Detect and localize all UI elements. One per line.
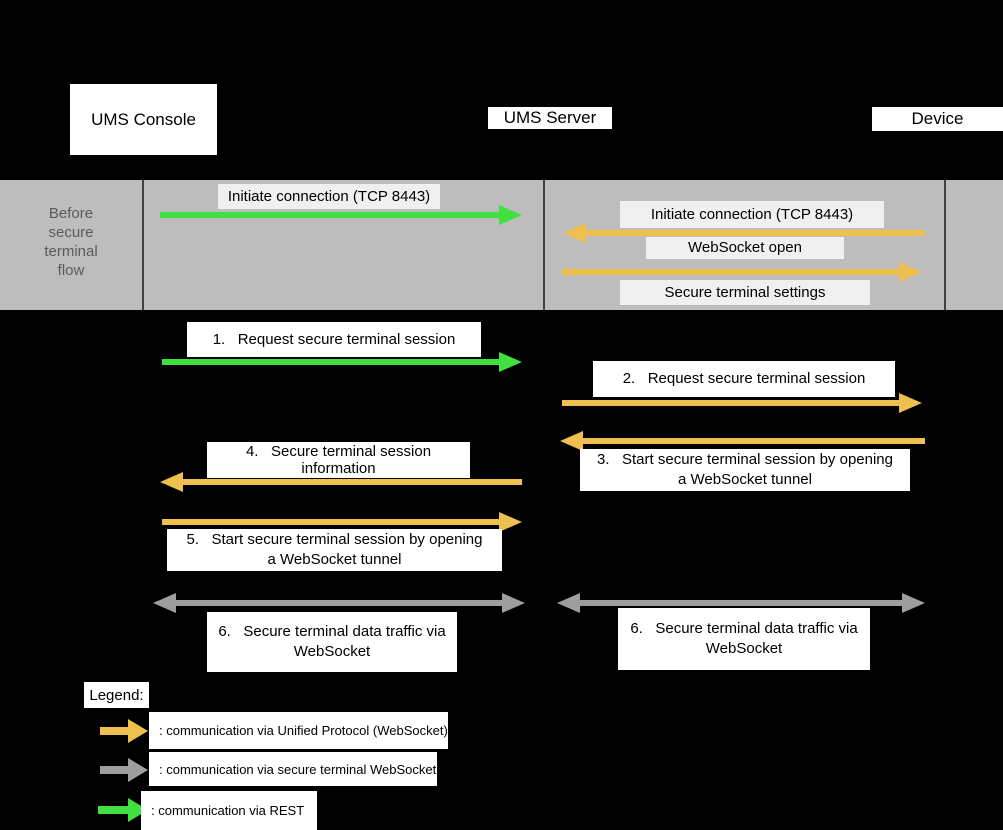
arrow-initiate-connection-rest xyxy=(160,204,522,226)
arrow-step-2 xyxy=(562,392,922,414)
actor-ums-server: UMS Server xyxy=(488,107,612,129)
label-step-2: 2. Request secure terminal session xyxy=(593,361,895,397)
lifeline-device xyxy=(944,180,946,310)
actor-ums-console: UMS Console xyxy=(70,84,217,155)
arrow-step-6-right xyxy=(557,592,925,614)
actor-ums-console-label: UMS Console xyxy=(91,109,196,129)
arrow-secure-terminal-settings xyxy=(562,261,922,283)
msg-secure-terminal-settings: Secure terminal settings xyxy=(620,280,870,305)
label-step-1: 1. Request secure terminal session xyxy=(187,322,481,357)
label-step-6-right: 6. Secure terminal data traffic via WebS… xyxy=(618,608,870,670)
before-flow-label: Before secure terminal flow xyxy=(44,205,98,279)
arrow-step-3 xyxy=(560,430,925,452)
arrow-step-1 xyxy=(162,351,522,373)
arrow-device-initiate-connection xyxy=(563,222,925,244)
label-step-6-left: 6. Secure terminal data traffic via WebS… xyxy=(207,612,457,672)
lifeline-ums-server xyxy=(543,180,545,310)
label-step-3: 3. Start secure terminal session by open… xyxy=(580,449,910,491)
lifeline-ums-console xyxy=(142,180,144,310)
legend-item-secure-terminal: : communication via secure terminal WebS… xyxy=(149,752,437,786)
label-step-5: 5. Start secure terminal session by open… xyxy=(167,529,502,571)
arrow-step-6-left xyxy=(153,592,525,614)
actor-device: Device xyxy=(872,107,1003,131)
arrow-step-4 xyxy=(160,471,522,493)
unified-protocol-arrow xyxy=(100,718,148,744)
label-step-4: 4. Secure terminal session information xyxy=(207,442,470,478)
actor-ums-server-label: UMS Server xyxy=(503,108,597,127)
legend-item-unified-protocol: : communication via Unified Protocol (We… xyxy=(149,712,448,749)
msg-initiate-connection-device: Initiate connection (TCP 8443) xyxy=(620,201,884,228)
secure-terminal-arrow xyxy=(100,757,148,783)
actor-device-label: Device xyxy=(911,109,964,128)
msg-websocket-open: WebSocket open xyxy=(646,237,844,259)
legend-title: Legend: xyxy=(84,682,149,708)
arrow-step-5 xyxy=(162,511,522,533)
legend-item-rest: : communication via REST xyxy=(141,791,317,830)
msg-initiate-connection-console: Initiate connection (TCP 8443) xyxy=(218,184,440,209)
